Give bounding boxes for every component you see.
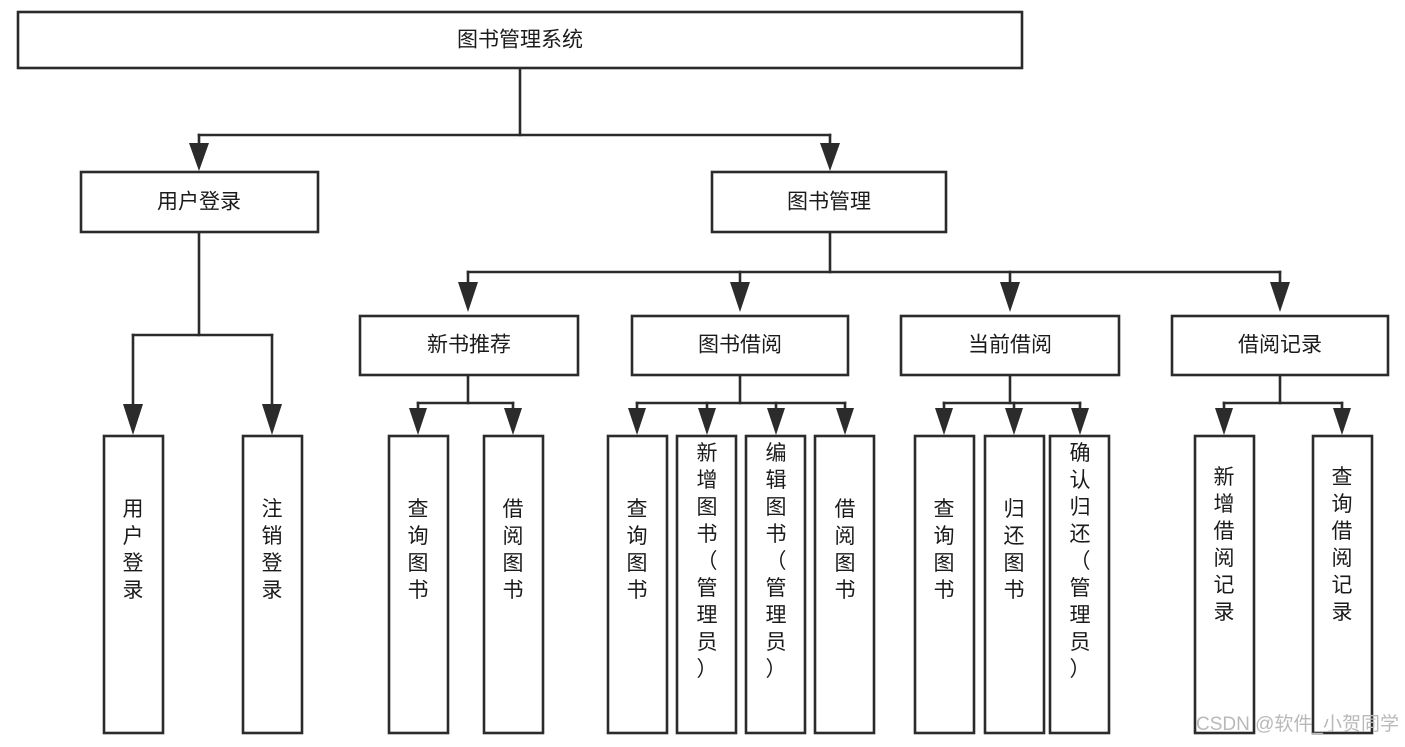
leaf-user-login-2-box[interactable] — [241, 434, 304, 735]
leaf-current-3-label: 确认归还（管理员） — [1070, 442, 1091, 681]
arrowhead-to-borrow — [730, 282, 750, 312]
leaf-records-2-box[interactable] — [1311, 434, 1374, 735]
connector-group-user-login — [123, 230, 282, 435]
leaf-records-1[interactable]: 新增借阅记录 — [1193, 434, 1256, 735]
leaf-borrow-4-box[interactable] — [813, 434, 876, 735]
leaf-current-2-label: 归还图书 — [1004, 498, 1025, 602]
leaf-new-books-2[interactable]: 借阅图书 — [482, 434, 545, 735]
leaf-borrow-1-box[interactable] — [606, 434, 669, 735]
leaf-current-3[interactable]: 确认归还（管理员） — [1048, 434, 1111, 735]
node-book-management-box[interactable] — [710, 170, 948, 234]
arrowhead-leaf-borrow-4 — [836, 408, 854, 435]
leaf-current-2[interactable]: 归还图书 — [983, 434, 1046, 735]
connector-group-root — [189, 66, 840, 171]
leaf-user-login-2-label: 注销登录 — [262, 498, 283, 602]
arrowhead-leaf-new-books-1 — [409, 408, 427, 435]
leaf-borrow-3[interactable]: 编辑图书（管理员） — [744, 434, 807, 735]
node-user-login[interactable]: 用户登录 — [79, 170, 320, 234]
arrowhead-to-current — [1000, 282, 1020, 312]
leaf-new-books-1-box[interactable] — [387, 434, 450, 735]
node-user-login-box[interactable] — [79, 170, 320, 234]
node-book-management-label: 图书管理 — [787, 191, 871, 214]
connector-group-records — [1215, 373, 1351, 435]
node-book-borrow[interactable]: 图书借阅 — [630, 314, 850, 377]
leaf-records-2[interactable]: 查询借阅记录 — [1311, 434, 1374, 735]
arrowhead-to-records — [1270, 282, 1290, 312]
leaf-borrow-2-label: 新增图书（管理员） — [697, 442, 718, 681]
node-new-book-recommend-label: 新书推荐 — [427, 334, 511, 357]
leaf-records-1-label: 新增借阅记录 — [1214, 466, 1235, 624]
arrowhead-leaf-records-2 — [1333, 408, 1351, 435]
leaf-borrow-1[interactable]: 查询图书 — [606, 434, 669, 735]
leaf-borrow-4-label: 借阅图书 — [835, 498, 856, 602]
node-new-book-recommend[interactable]: 新书推荐 — [358, 314, 580, 377]
node-root-system[interactable]: 图书管理系统 — [16, 10, 1024, 70]
leaf-user-login-1-box[interactable] — [102, 434, 165, 735]
node-current-borrow-box[interactable] — [899, 314, 1121, 377]
leaf-records-2-label: 查询借阅记录 — [1332, 466, 1353, 624]
leaf-borrow-2-box[interactable] — [675, 434, 738, 735]
node-book-borrow-label: 图书借阅 — [698, 334, 782, 357]
arrowhead-leaf-records-1 — [1215, 408, 1233, 435]
node-current-borrow[interactable]: 当前借阅 — [899, 314, 1121, 377]
arrowhead-leaf-borrow-2 — [698, 408, 716, 435]
leaf-current-2-box[interactable] — [983, 434, 1046, 735]
leaf-borrow-1-label: 查询图书 — [627, 498, 648, 602]
connector-group-new-books — [409, 373, 522, 435]
connector-group-borrow — [628, 373, 854, 435]
arrowhead-leaf-borrow-1 — [628, 408, 646, 435]
node-user-login-label: 用户登录 — [157, 191, 241, 214]
arrowhead-leaf-new-books-2 — [504, 408, 522, 435]
arrowhead-to-new-books — [458, 282, 478, 312]
leaf-user-login-1[interactable]: 用户登录 — [102, 434, 165, 735]
node-borrow-records-box[interactable] — [1170, 314, 1390, 377]
leaf-borrow-3-label: 编辑图书（管理员） — [766, 442, 787, 681]
leaf-new-books-1[interactable]: 查询图书 — [387, 434, 450, 735]
leaf-records-1-box[interactable] — [1193, 434, 1256, 735]
arrowhead-to-book-mgmt — [820, 143, 840, 171]
node-borrow-records[interactable]: 借阅记录 — [1170, 314, 1390, 377]
leaf-current-3-box[interactable] — [1048, 434, 1111, 735]
node-root-system-label: 图书管理系统 — [457, 29, 583, 52]
connector-group-current — [935, 373, 1089, 435]
connector-group-book-mgmt — [458, 230, 1290, 312]
arrowhead-leaf-user-login-2 — [262, 404, 282, 435]
arrowhead-leaf-current-3 — [1071, 408, 1089, 435]
leaf-borrow-3-box[interactable] — [744, 434, 807, 735]
leaf-borrow-4[interactable]: 借阅图书 — [813, 434, 876, 735]
node-new-book-recommend-box[interactable] — [358, 314, 580, 377]
leaf-user-login-2[interactable]: 注销登录 — [241, 434, 304, 735]
node-current-borrow-label: 当前借阅 — [968, 334, 1052, 357]
arrowhead-leaf-borrow-3 — [767, 408, 785, 435]
leaf-new-books-2-label: 借阅图书 — [503, 498, 524, 602]
leaf-current-1[interactable]: 查询图书 — [913, 434, 976, 735]
watermark-label: CSDN @软件_小贺同学 — [1196, 713, 1399, 735]
arrowhead-leaf-user-login-1 — [123, 404, 143, 435]
node-book-management[interactable]: 图书管理 — [710, 170, 948, 234]
leaf-new-books-2-box[interactable] — [482, 434, 545, 735]
arrowhead-leaf-current-1 — [935, 408, 953, 435]
leaf-new-books-1-label: 查询图书 — [408, 498, 429, 602]
leaf-user-login-1-label: 用户登录 — [123, 498, 144, 602]
leaf-current-1-label: 查询图书 — [934, 498, 955, 602]
node-root-system-box[interactable] — [16, 10, 1024, 70]
leaf-current-1-box[interactable] — [913, 434, 976, 735]
node-book-borrow-box[interactable] — [630, 314, 850, 377]
arrowhead-leaf-current-2 — [1005, 408, 1023, 435]
arrowhead-to-user-login — [189, 143, 209, 171]
leaf-borrow-2[interactable]: 新增图书（管理员） — [675, 434, 738, 735]
node-borrow-records-label: 借阅记录 — [1238, 334, 1322, 357]
